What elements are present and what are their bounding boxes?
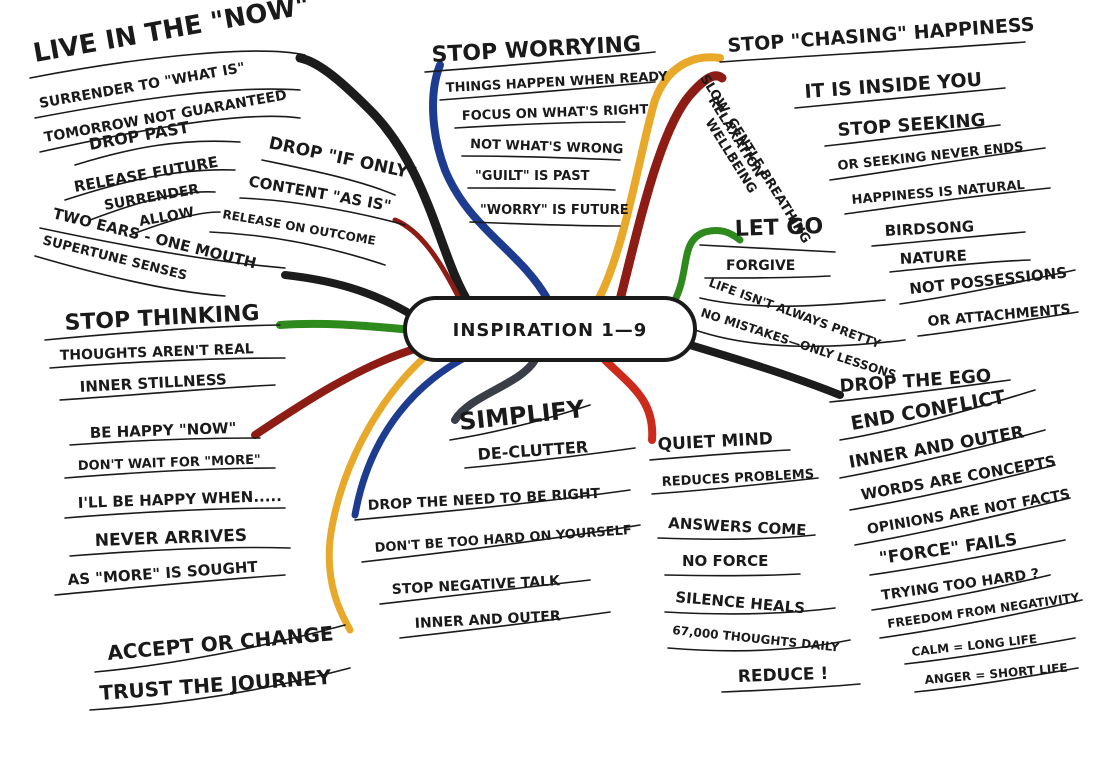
branch-quiet-mind: QUIET MIND REDUCES PROBLEMS ANSWERS COME… <box>649 429 861 693</box>
branch-item: DON'T BE TOO HARD ON YOURSELF <box>374 523 632 556</box>
branch-item: INNER STILLNESS <box>79 370 227 396</box>
branch-title-stop-chasing: STOP "CHASING" HAPPINESS <box>727 14 1035 57</box>
branch-item: NOT WHAT'S WRONG <box>470 137 624 157</box>
central-node: INSPIRATION 1—9 <box>403 296 697 362</box>
branch-item: "WORRY" IS FUTURE <box>480 203 629 218</box>
branch-item: INNER AND OUTER <box>414 608 561 632</box>
branch-line-stop-worrying <box>429 61 552 304</box>
branch-accept: ACCEPT OR CHANGE TRUST THE JOURNEY <box>89 621 351 711</box>
branch-line-quiet-mind <box>601 356 657 444</box>
branch-item: TRUST THE JOURNEY <box>99 665 333 705</box>
branch-item: FOCUS ON WHAT'S RIGHT <box>462 102 649 124</box>
branch-line-simplify <box>451 356 539 424</box>
branch-line-stop-thinking <box>276 319 416 334</box>
branch-stop-thinking: STOP THINKING THOUGHTS AREN'T REAL INNER… <box>44 301 286 401</box>
branch-item: "GUILT" IS PAST <box>475 169 590 184</box>
branch-line-drop-need <box>351 351 474 519</box>
branch-drop-if-only: DROP "IF ONLY" CONTENT "AS IS" RELEASE O… <box>209 133 419 266</box>
central-label: INSPIRATION 1—9 <box>453 320 648 341</box>
branch-title-quiet-mind: QUIET MIND <box>657 429 773 455</box>
branch-item: THINGS HAPPEN WHEN READY <box>445 69 668 96</box>
branch-item: REDUCE ! <box>737 664 828 687</box>
branch-item: NATURE <box>899 247 967 268</box>
branch-line-slow-breathing <box>615 71 727 305</box>
branch-line-two-ears <box>281 271 416 319</box>
branch-line-drop-ego <box>686 341 844 399</box>
branch-title-accept: ACCEPT OR CHANGE <box>106 621 334 665</box>
branch-drop-ego: DROP THE EGO END CONFLICT INNER AND OUTE… <box>829 365 1083 693</box>
branch-item: NO FORCE <box>682 552 768 570</box>
branch-item: BIRDSONG <box>884 217 974 240</box>
branch-item: THOUGHTS AREN'T REAL <box>60 341 254 364</box>
branch-item: ANSWERS COME <box>668 514 807 539</box>
branch-line-be-happy <box>251 344 422 439</box>
branch-item: OR SEEKING NEVER ENDS <box>837 140 1024 174</box>
branch-simplify: SIMPLIFY DE-CLUTTER DROP THE NEED TO BE … <box>354 395 641 639</box>
branch-title-be-happy: BE HAPPY "NOW" <box>90 419 237 442</box>
branch-item: "FORCE" FAILS <box>878 530 1019 569</box>
branch-item: DROP THE NEED TO BE RIGHT <box>367 486 601 514</box>
branch-item: FORGIVE <box>726 258 795 274</box>
branch-item: NOT POSSESSIONS <box>909 264 1068 298</box>
branch-line-accept <box>325 341 444 634</box>
branch-line-live-now <box>295 53 475 310</box>
branch-title-let-go: LET GO <box>734 214 823 242</box>
branch-title-live-now: LIVE IN THE "NOW" <box>31 0 312 69</box>
branch-line-let-go <box>671 226 744 304</box>
branch-item: IT IS INSIDE YOU <box>804 69 983 103</box>
branch-line-stop-chasing <box>594 53 724 304</box>
branch-item: CONTENT "AS IS" <box>247 172 392 215</box>
branch-be-happy: BE HAPPY "NOW" DON'T WAIT FOR "MORE" I'L… <box>54 419 291 596</box>
branch-item: DE-CLUTTER <box>477 437 589 464</box>
